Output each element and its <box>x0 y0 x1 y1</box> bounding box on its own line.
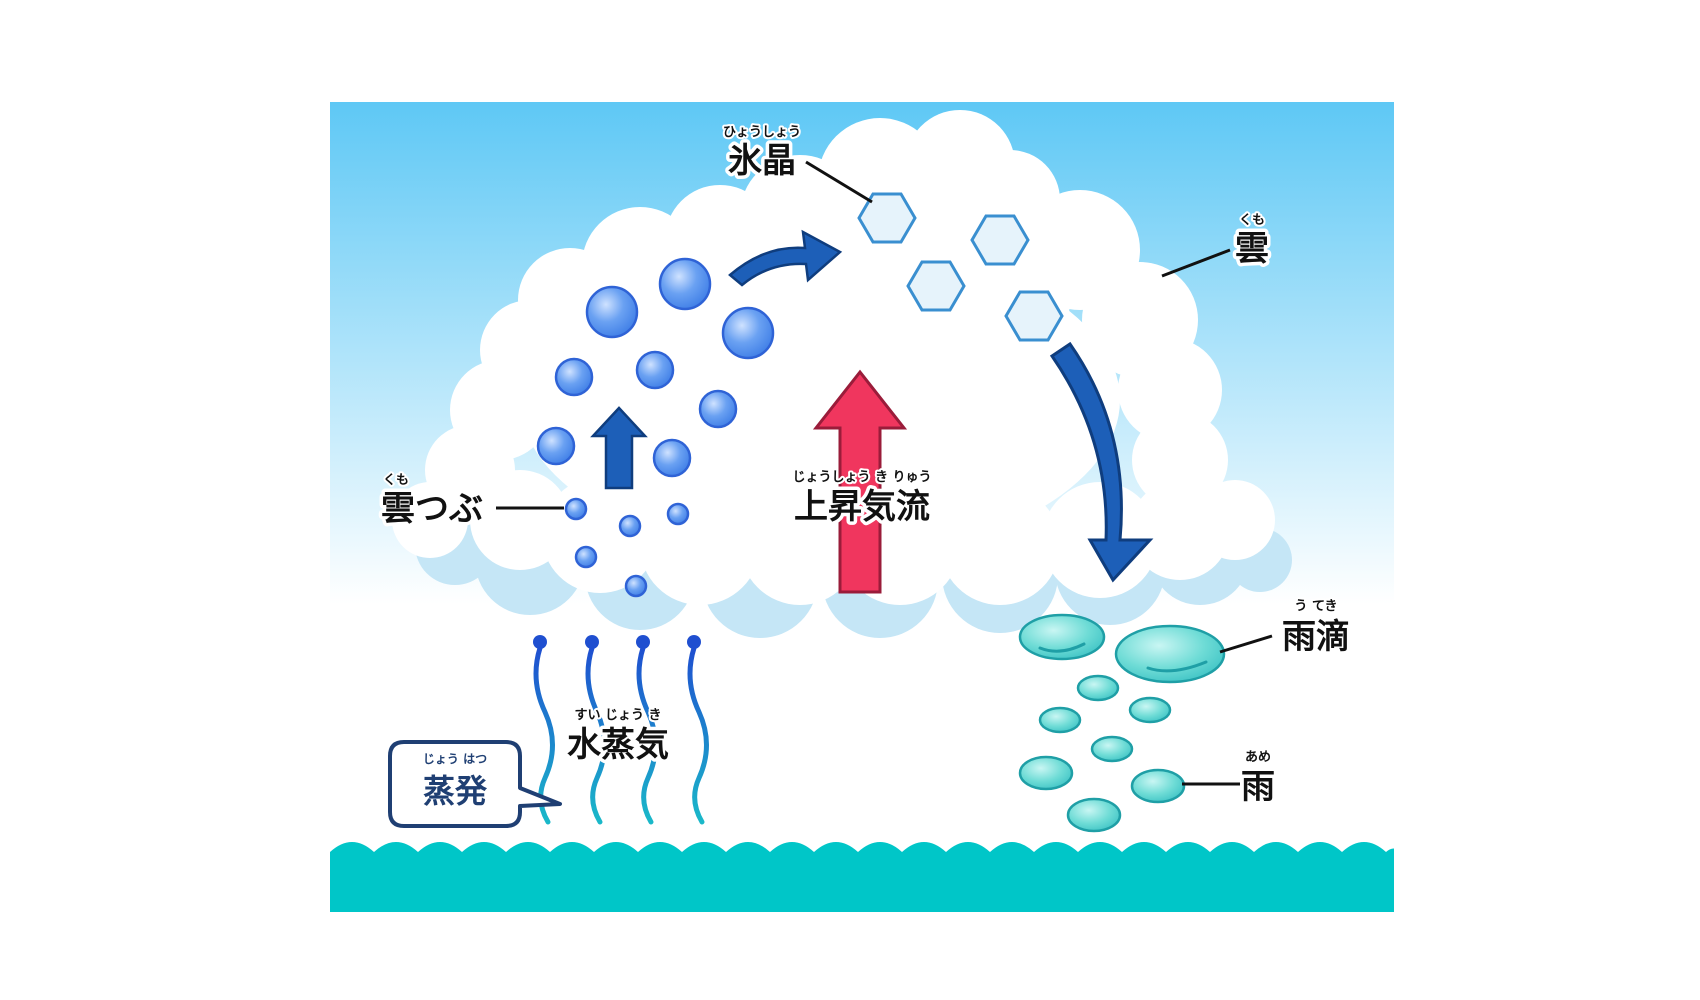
ice-crystal-hexagon <box>970 214 1030 266</box>
droplet <box>536 426 576 466</box>
droplet <box>564 497 588 521</box>
sea <box>330 842 1394 912</box>
evaporation-callout <box>388 740 562 828</box>
raindrops <box>1018 613 1226 833</box>
vapor-dot <box>533 635 547 649</box>
curved-arrow-to-ice <box>728 229 843 287</box>
evaporation-ruby: じょう はつ <box>423 752 487 766</box>
droplet <box>652 438 692 478</box>
label-rain: あめ 雨 <box>1238 748 1279 811</box>
droplet <box>658 257 712 311</box>
ice-crystal-hexagon <box>906 260 966 312</box>
vapor-line <box>585 645 607 825</box>
droplet <box>721 306 775 360</box>
droplet <box>585 285 639 339</box>
updraft-arrow <box>812 369 908 594</box>
droplet <box>624 574 648 598</box>
leader-raindrop <box>1219 634 1273 654</box>
cloud-droplets <box>536 257 775 598</box>
rain-ruby: あめ <box>1245 750 1271 765</box>
droplet <box>698 389 738 429</box>
vapor-dot <box>585 635 599 649</box>
raindrop <box>1076 674 1120 702</box>
raindrop-highlights <box>1038 642 1208 673</box>
raindrop <box>1114 624 1226 684</box>
label-cloud: くも 雲 <box>1232 211 1273 273</box>
droplet <box>618 514 642 538</box>
curved-arrow-to-rain <box>1049 341 1154 583</box>
label-ice-crystal: ひょうしょう 氷晶 <box>721 123 803 185</box>
label-water-vapor: すい じょう き 水蒸気 <box>564 706 673 769</box>
vapor-dots <box>533 635 701 649</box>
ice-crystal-hexagon <box>1004 290 1064 342</box>
raindrop <box>1066 797 1122 833</box>
water-vapor-label: 水蒸気 <box>567 725 669 765</box>
vapor-line <box>687 645 709 825</box>
updraft-ruby: じょうしょう き りゅう <box>792 470 931 485</box>
raindrop <box>1130 768 1186 804</box>
droplet <box>574 545 598 569</box>
leader-cloud <box>1161 248 1231 278</box>
label-cloud-droplet: くも 雲つぶ <box>378 471 487 533</box>
raindrop-label: 雨滴 <box>1282 617 1350 657</box>
leader-ice-crystal <box>805 160 873 204</box>
label-raindrop: う てき 雨滴 <box>1279 597 1354 661</box>
ice-crystal-ruby: ひょうしょう <box>723 125 801 140</box>
small-up-arrow <box>590 406 648 490</box>
vapor-dot <box>687 635 701 649</box>
droplet <box>635 350 675 390</box>
raindrop-ruby: う てき <box>1294 599 1337 614</box>
cloud-droplet-label: 雲つぶ <box>381 489 483 529</box>
cloud-droplet-ruby: くも <box>383 473 409 488</box>
ice-crystal-hexagon <box>857 192 917 244</box>
label-updraft: じょうしょう き りゅう 上昇気流 <box>790 468 933 531</box>
evaporation-label: 蒸発 <box>423 772 488 810</box>
droplet <box>666 502 690 526</box>
raindrop <box>1018 755 1074 791</box>
label-evaporation: じょう はつ 蒸発 <box>423 752 488 810</box>
updraft-label: 上昇気流 <box>794 487 930 527</box>
cloud-label: 雲 <box>1235 229 1269 269</box>
droplet <box>554 357 594 397</box>
raindrop <box>1128 696 1172 724</box>
ice-crystal-label: 氷晶 <box>728 141 796 181</box>
vapor-line <box>636 645 658 825</box>
water-vapor-ruby: すい じょう き <box>574 708 661 723</box>
raindrop <box>1090 735 1134 763</box>
cloud-ruby: くも <box>1239 213 1265 228</box>
rain-label: 雨 <box>1241 767 1275 807</box>
leader-lines <box>496 160 1273 786</box>
ice-crystals <box>857 192 1064 342</box>
vapor-dot <box>636 635 650 649</box>
raindrop <box>1038 706 1082 734</box>
